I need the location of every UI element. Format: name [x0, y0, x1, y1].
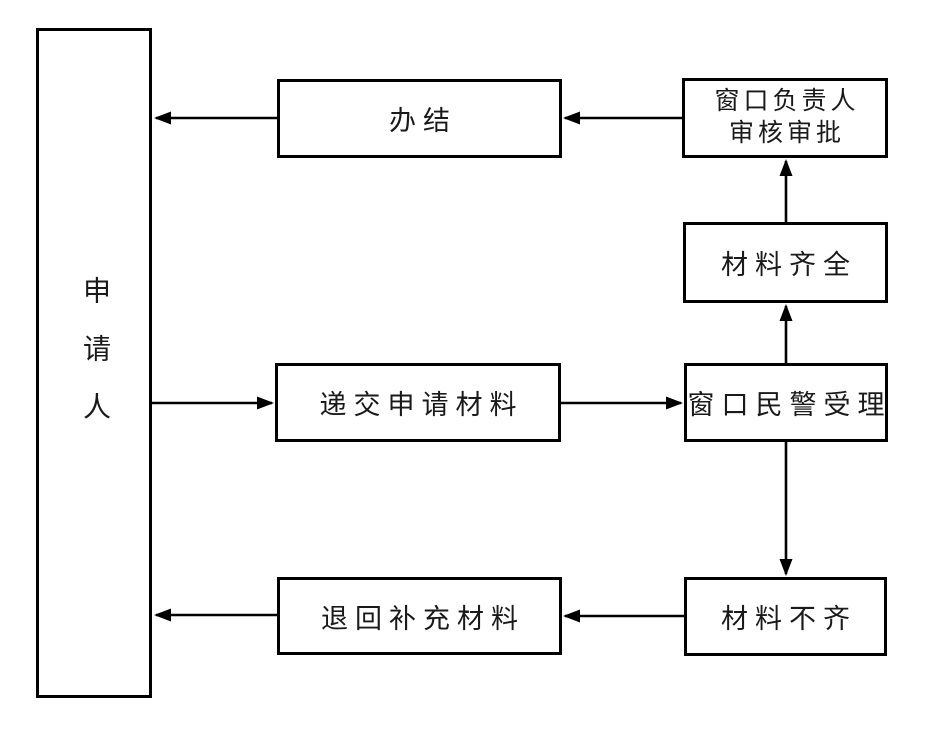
- node-supervisor-review-label: 窗口负责人 审核审批: [710, 86, 859, 150]
- node-applicant-label: 申请人: [79, 276, 110, 450]
- node-materials-complete: 材料齐全: [683, 222, 888, 303]
- node-materials-incomplete-label: 材料不齐: [721, 604, 857, 634]
- node-submit-application-label: 递交申请材料: [319, 390, 524, 420]
- node-return-supplement-label: 退回补充材料: [321, 603, 525, 634]
- node-materials-complete-label: 材料齐全: [721, 250, 857, 280]
- node-return-supplement: 退回补充材料: [277, 577, 562, 655]
- node-applicant: 申请人: [36, 28, 152, 698]
- supervisor-review-line2: 审核审批: [728, 120, 845, 147]
- node-window-acceptance: 窗口民警受理: [684, 363, 888, 442]
- supervisor-review-line1: 窗口负责人: [714, 88, 860, 115]
- node-complete-label: 办结: [389, 106, 457, 136]
- node-submit-application: 递交申请材料: [275, 363, 561, 442]
- node-window-acceptance-label: 窗口民警受理: [687, 390, 892, 420]
- node-materials-incomplete: 材料不齐: [684, 577, 887, 656]
- node-supervisor-review: 窗口负责人 审核审批: [682, 78, 888, 158]
- node-complete: 办结: [277, 79, 562, 158]
